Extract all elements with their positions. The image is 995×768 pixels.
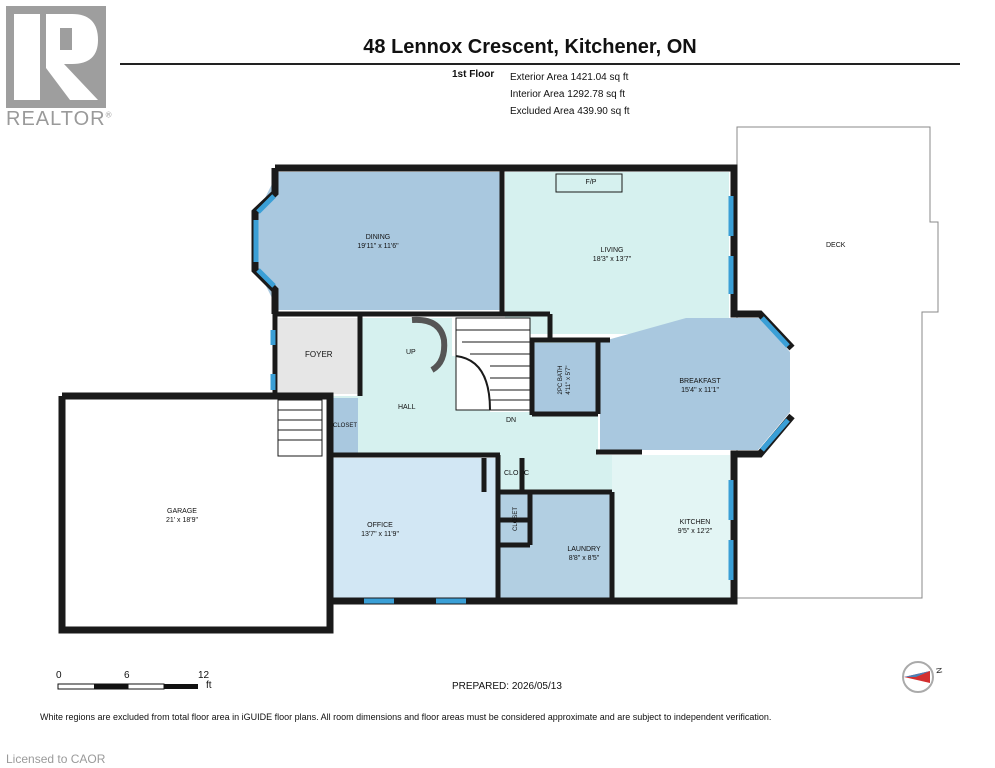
scale-label-12: 12 bbox=[198, 670, 210, 681]
up-label: UP bbox=[406, 349, 416, 356]
kitchen-room bbox=[612, 455, 730, 598]
spiral-rail-icon bbox=[411, 316, 448, 373]
deck-label: DECK bbox=[826, 242, 846, 249]
hall-label: HALL bbox=[398, 404, 416, 411]
scale-label-6: 6 bbox=[124, 670, 130, 681]
c-label: C bbox=[524, 470, 530, 477]
fireplace-label: F/P bbox=[585, 179, 597, 186]
scale-unit: ft bbox=[206, 680, 212, 691]
deck-area bbox=[736, 126, 939, 599]
stairs-icon bbox=[277, 317, 531, 457]
laundry-closet-label: CLOSET bbox=[513, 507, 519, 532]
title-rule bbox=[120, 63, 960, 65]
scale-bar bbox=[57, 683, 198, 690]
interior-area: Interior Area 1292.78 sq ft bbox=[510, 89, 626, 100]
hall-closet-label: CLOSET bbox=[333, 423, 358, 429]
breakfast-room bbox=[600, 318, 790, 450]
compass-icon bbox=[902, 661, 934, 693]
compass-label: N bbox=[933, 666, 944, 675]
office-room bbox=[332, 458, 496, 598]
windows bbox=[253, 194, 790, 604]
excluded-area: Excluded Area 439.90 sq ft bbox=[510, 106, 630, 117]
licensed-text: Licensed to CAOR bbox=[6, 752, 106, 766]
interior-walls bbox=[272, 170, 642, 601]
footer-note: White regions are excluded from total fl… bbox=[40, 712, 772, 722]
foyer-label: FOYER bbox=[305, 350, 333, 359]
realtor-logo-icon bbox=[6, 6, 106, 108]
bath-room bbox=[534, 343, 596, 413]
dining-room bbox=[258, 172, 500, 310]
living-room bbox=[505, 172, 729, 334]
prepared-date: PREPARED: 2026/05/13 bbox=[452, 681, 562, 692]
exterior-area: Exterior Area 1421.04 sq ft bbox=[510, 72, 629, 83]
realtor-wordmark: REALTOR® bbox=[6, 108, 113, 130]
clo-label: CLO bbox=[504, 470, 519, 477]
foyer-room bbox=[278, 318, 358, 394]
dn-label: DN bbox=[506, 417, 517, 424]
plan-title: 48 Lennox Crescent, Kitchener, ON bbox=[363, 36, 697, 58]
closet-hall bbox=[332, 398, 358, 454]
scale-label-0: 0 bbox=[56, 670, 62, 681]
floor-label: 1st Floor bbox=[452, 69, 495, 80]
fireplace-icon bbox=[555, 173, 623, 193]
